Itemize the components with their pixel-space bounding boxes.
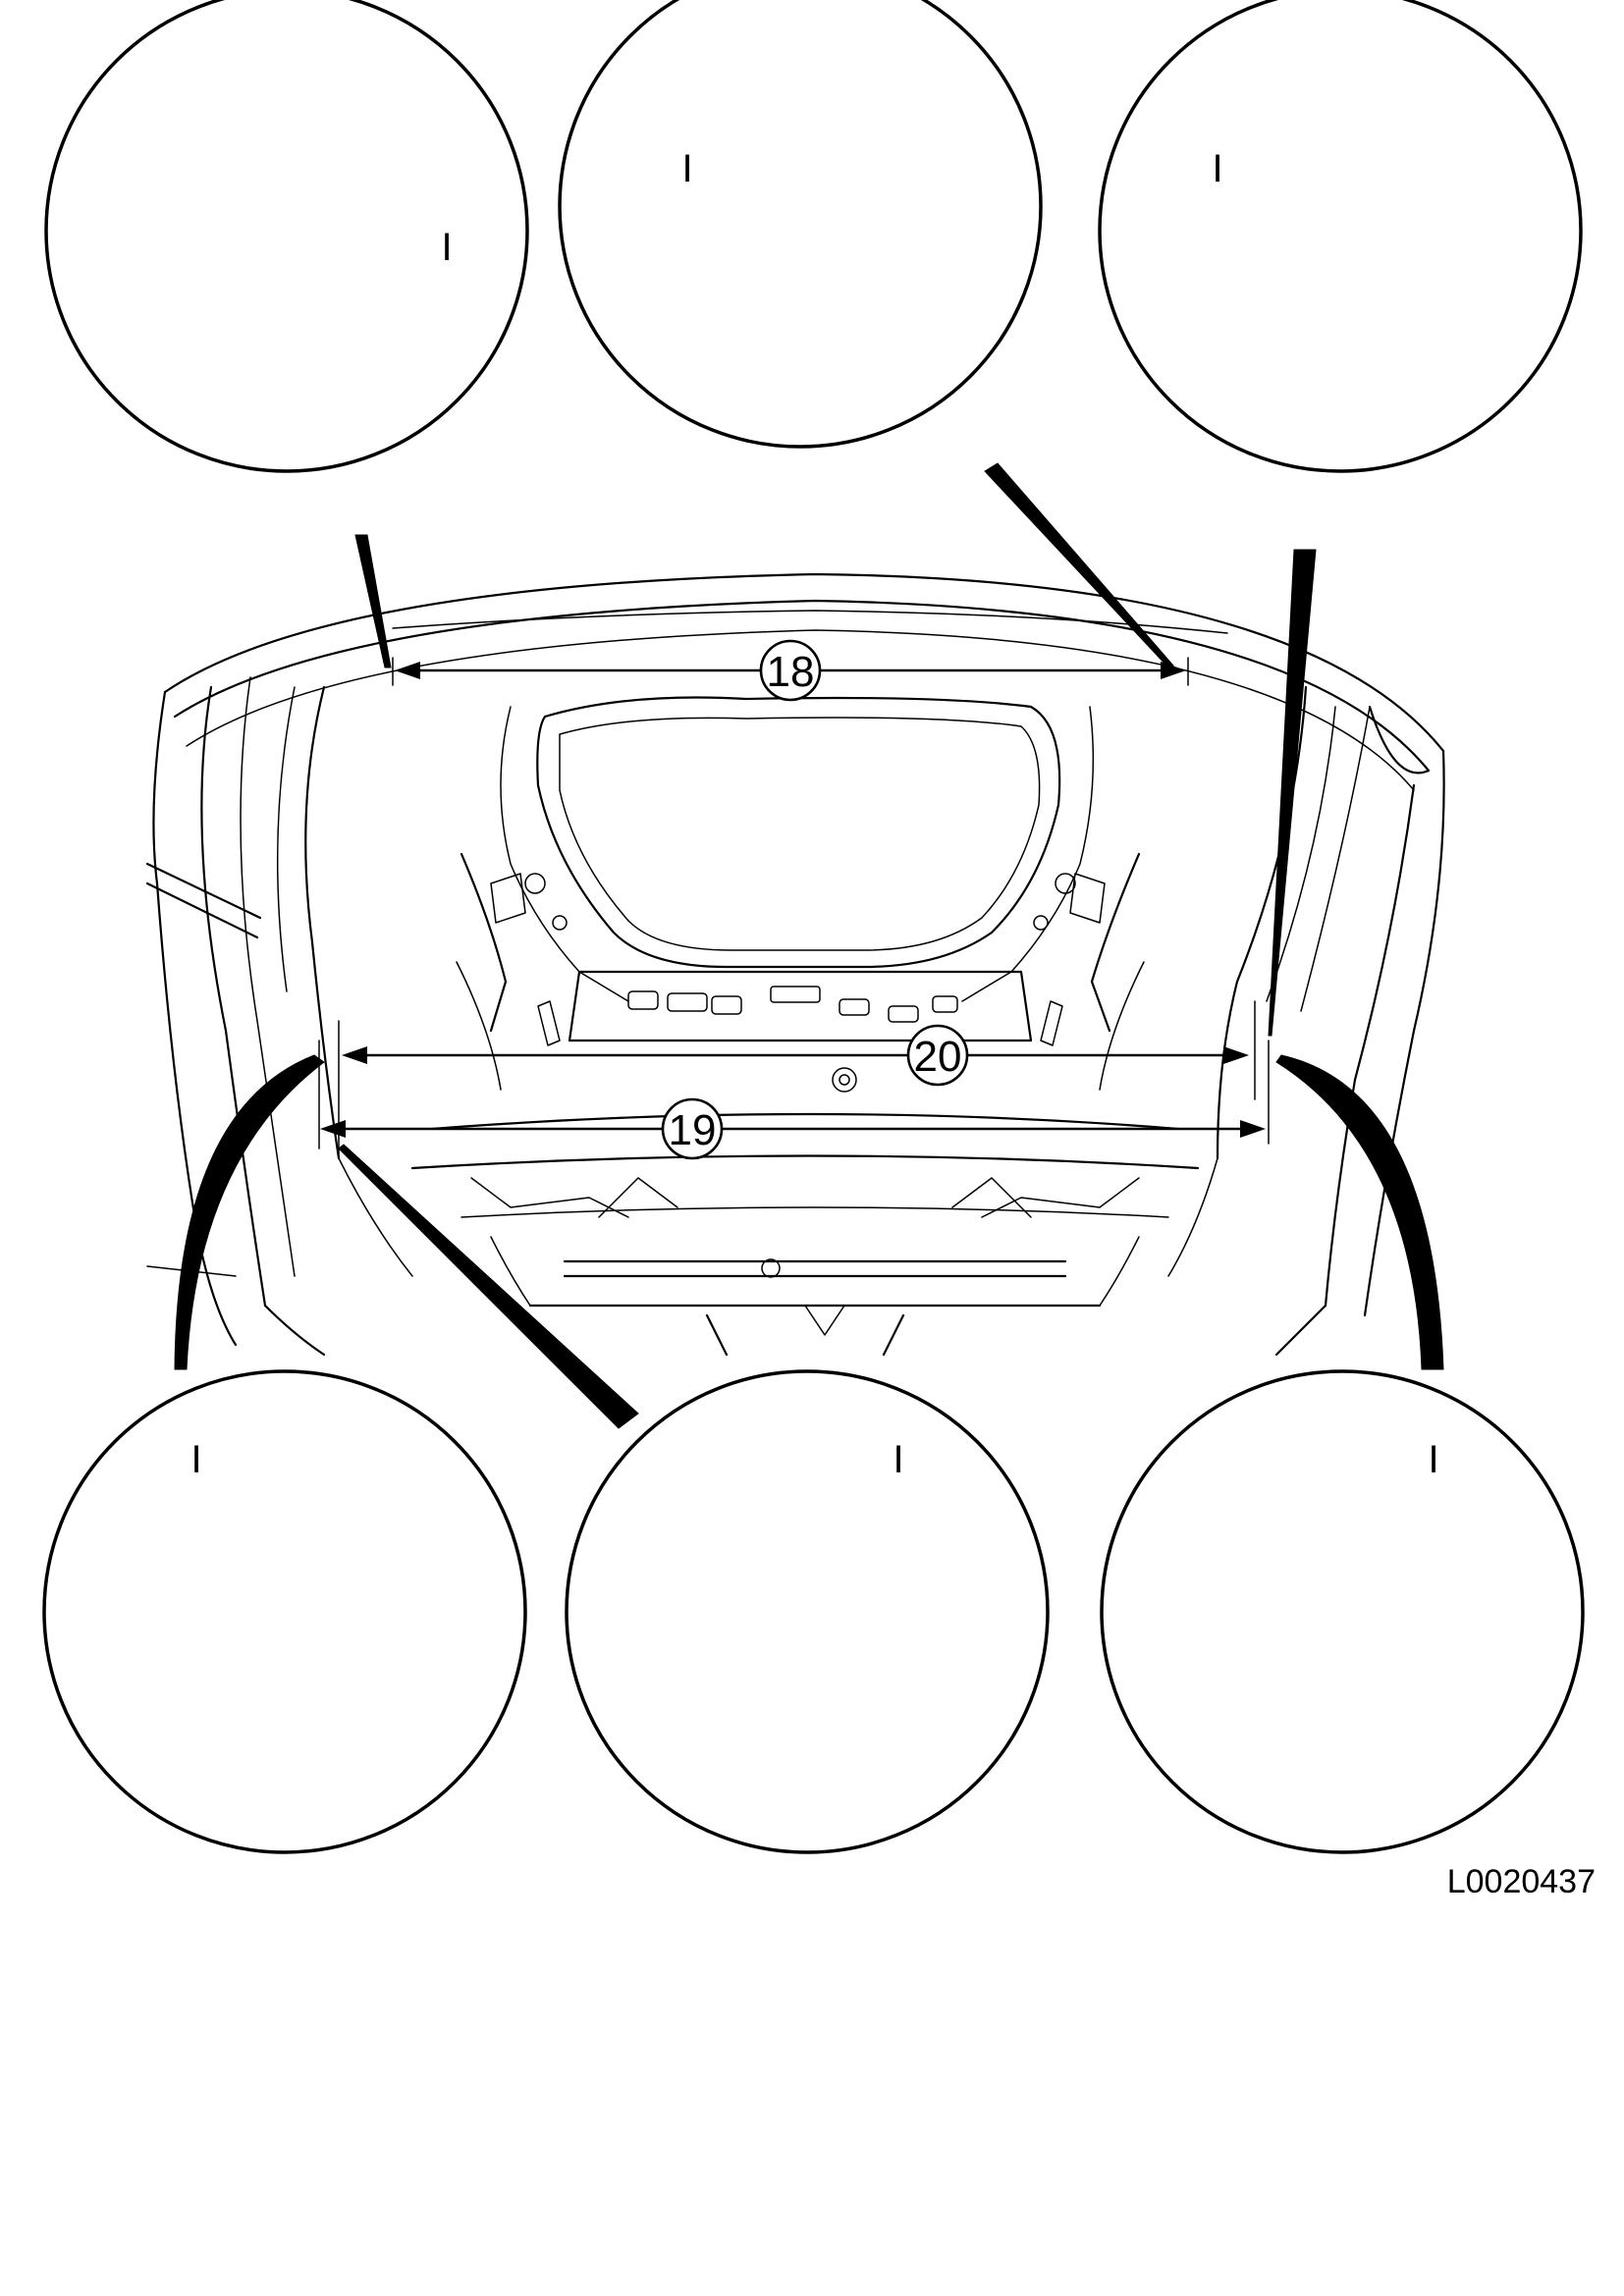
vehicle-body-view [145, 572, 1445, 1357]
svg-text:I: I [190, 1438, 201, 1481]
svg-text:18: 18 [767, 648, 815, 696]
dimension-balloon-20: 20 [906, 1024, 969, 1087]
detail-leaders [174, 462, 1444, 1429]
dimension-balloon-18: 18 [759, 639, 822, 702]
svg-text:I: I [1212, 147, 1222, 190]
svg-text:20: 20 [914, 1033, 962, 1081]
dimension-balloon-19: 19 [661, 1097, 724, 1160]
svg-text:I: I [1428, 1438, 1438, 1481]
detail-circle-bottom-left: I [42, 1369, 527, 1854]
dimension-line-19 [318, 1040, 1270, 1149]
detail-circle-bottom-right: I [1100, 1369, 1585, 1854]
detail-circle-top-right: I [1098, 0, 1583, 473]
detail-circle-top-center: I [558, 0, 1043, 449]
svg-text:I: I [681, 147, 692, 190]
detail-circle-top-left: I [44, 0, 529, 473]
detail-circle-bottom-center: I [565, 1369, 1050, 1854]
figure-id: L0020437 [1447, 1863, 1596, 1900]
svg-text:I: I [893, 1438, 903, 1481]
svg-text:I: I [441, 226, 452, 269]
dimension-line-20 [338, 1000, 1256, 1159]
svg-text:19: 19 [669, 1106, 717, 1154]
